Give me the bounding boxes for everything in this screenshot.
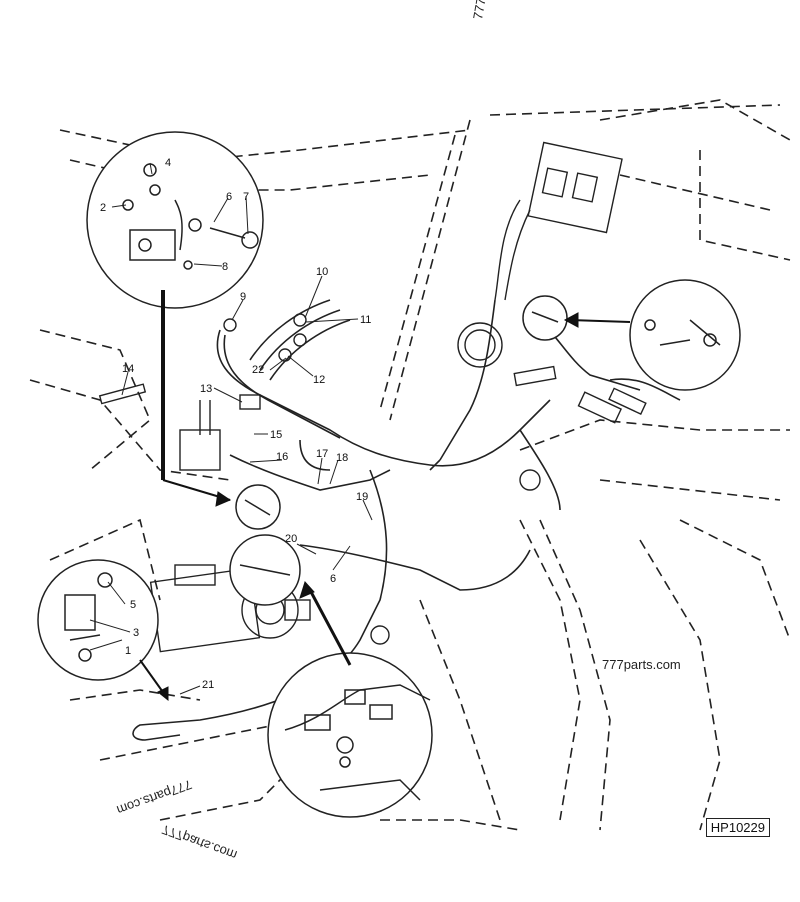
callout-6: 6 [226, 191, 232, 203]
detail-circle-left [37, 559, 159, 681]
callout-17: 17 [316, 448, 328, 460]
callout-7: 7 [243, 191, 249, 203]
callout-leader-lines [89, 162, 373, 695]
callout-22: 22 [252, 364, 264, 376]
callout-4: 4 [165, 157, 171, 169]
callout-1: 1 [125, 645, 131, 657]
detail-circle-top-left [86, 131, 264, 309]
callout-18: 18 [336, 452, 348, 464]
detail-circle-bottom [267, 652, 433, 818]
figure-reference-code: HP10229 [705, 818, 770, 837]
callout-11: 11 [360, 314, 371, 326]
connectors-and-components [98, 313, 647, 653]
detail-circle-small-top [522, 295, 568, 341]
callout-5: 5 [130, 599, 136, 611]
leader-arrows [139, 290, 631, 702]
callout-13: 13 [200, 383, 212, 395]
callout-2: 2 [100, 202, 106, 214]
watermark-right: 777parts.com [602, 657, 681, 672]
detail-circle-small-left [235, 484, 281, 530]
callout-21: 21 [202, 679, 214, 691]
callout-8: 8 [222, 261, 228, 273]
callout-numbers: 1 2 3 4 5 6 7 8 9 10 11 12 13 14 15 16 1… [100, 157, 371, 691]
callout-19: 19 [356, 491, 368, 503]
detail-circle-right [629, 279, 741, 391]
detail-circle-small-center [229, 534, 301, 606]
background-machine-outline [29, 99, 791, 831]
callout-10: 10 [316, 266, 328, 278]
callout-20: 20 [285, 533, 297, 545]
callout-12: 12 [313, 374, 325, 386]
callout-6-lower: 6 [330, 573, 336, 585]
dashboard-panel [494, 141, 623, 301]
callout-9: 9 [240, 291, 246, 303]
callout-3: 3 [133, 627, 139, 639]
callout-15: 15 [270, 429, 282, 441]
callout-14: 14 [122, 363, 134, 375]
callout-16: 16 [276, 451, 288, 463]
